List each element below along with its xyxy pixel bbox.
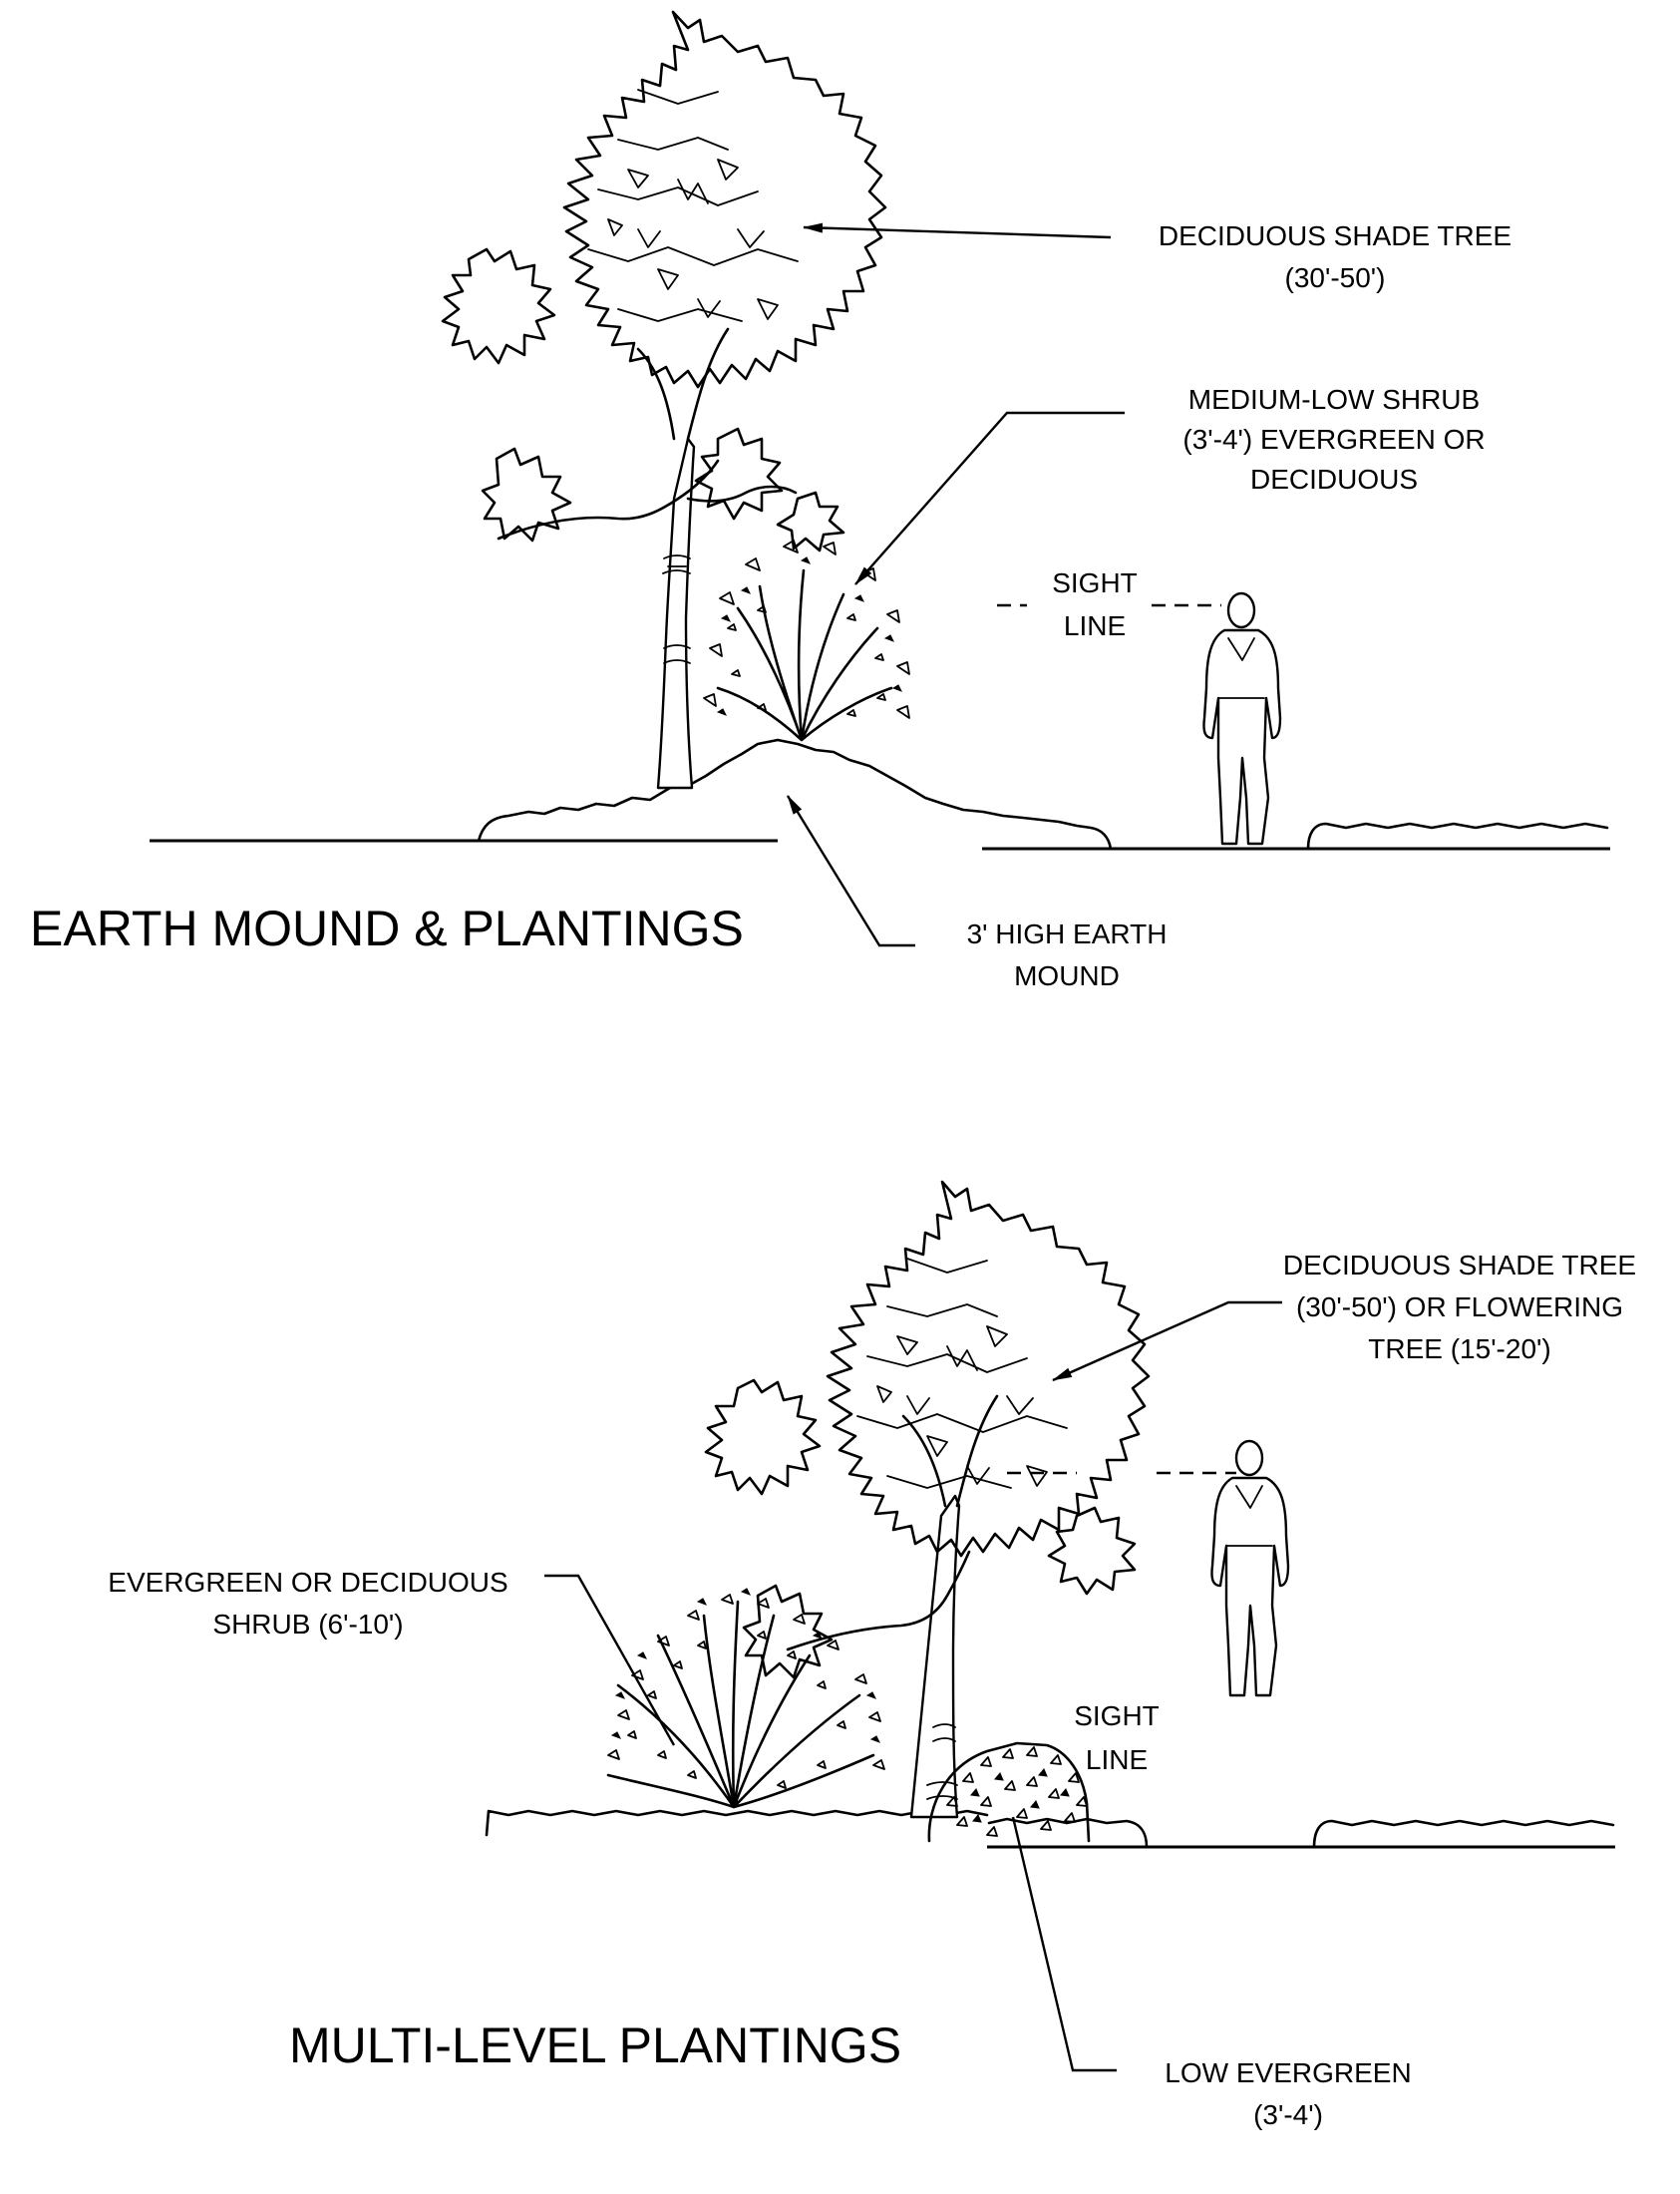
shrub-label-line-1: MEDIUM-LOW SHRUB	[1188, 384, 1480, 415]
medium-low-shrub	[704, 541, 909, 740]
shrub-lower-label-line-2: SHRUB (6'-10')	[212, 1609, 403, 1640]
multi-level-panel	[487, 1182, 1615, 1847]
tree-label-line-1: DECIDUOUS SHADE TREE	[1159, 220, 1512, 251]
tall-shrub	[608, 1589, 884, 1807]
deciduous-shade-tree	[443, 12, 885, 550]
person-figure-lower	[1211, 1441, 1288, 1695]
sight-label-line-1: SIGHT	[1052, 567, 1138, 598]
shrub-lower-label-line-1: EVERGREEN OR DECIDUOUS	[108, 1567, 507, 1598]
sight-lower-label-line-2: LINE	[1086, 1744, 1148, 1775]
evergreen-label-line-1: LOW EVERGREEN	[1165, 2057, 1411, 2088]
sight-lower-label-line-1: SIGHT	[1074, 1700, 1160, 1731]
panel-title-earth-mound: EARTH MOUND & PLANTINGS	[30, 901, 744, 956]
shrub-label-line-2: (3'-4') EVERGREEN OR	[1182, 424, 1485, 455]
mound-label-line-1: 3' HIGH EARTH	[967, 918, 1168, 949]
shrub-label-line-3: DECIDUOUS	[1250, 464, 1418, 495]
evergreen-label-line-2: (3'-4')	[1253, 2099, 1323, 2130]
tree-trunk-lower	[911, 1496, 959, 1817]
leader-shrub-lower	[544, 1576, 674, 1745]
flowering-shade-tree	[706, 1182, 1149, 1677]
sight-label-line-2: LINE	[1064, 610, 1126, 641]
leader-shrub-top	[855, 413, 1125, 584]
leader-tree-top	[804, 227, 1111, 237]
tree-lower-label-line-2: (30'-50') OR FLOWERING	[1296, 1291, 1623, 1322]
tree-lower-label-line-1: DECIDUOUS SHADE TREE	[1283, 1250, 1636, 1280]
leader-mound	[788, 796, 915, 945]
leader-tree-lower	[1053, 1302, 1282, 1380]
leader-evergreen	[1013, 1817, 1117, 2070]
grass-tuft-far-right	[1314, 1821, 1613, 1847]
mound-label-line-2: MOUND	[1014, 960, 1120, 991]
panel-title-multi-level: MULTI-LEVEL PLANTINGS	[289, 2017, 901, 2073]
person-figure	[1203, 593, 1280, 844]
grass-tuft-right-lower	[989, 1819, 1147, 1847]
grass-tuft-right	[1308, 824, 1607, 849]
earth-mound	[479, 740, 1111, 849]
tree-lower-label-line-3: TREE (15'-20')	[1368, 1333, 1550, 1364]
tree-label-line-2: (30'-50')	[1285, 262, 1386, 293]
